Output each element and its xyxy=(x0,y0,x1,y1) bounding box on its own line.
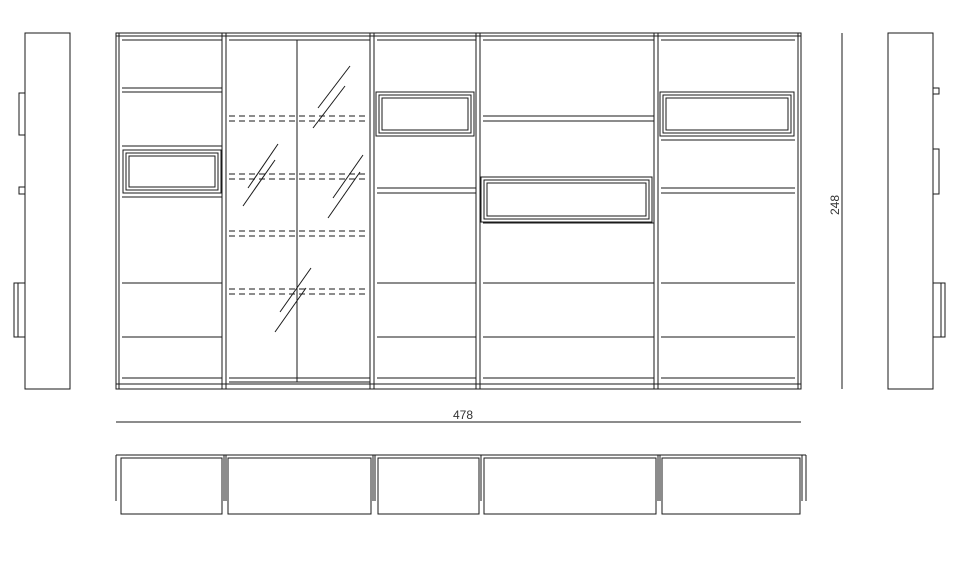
drawer-panel xyxy=(375,91,475,137)
height-dimension-label: 248 xyxy=(828,195,842,215)
right-side-view xyxy=(887,32,946,390)
drawer-panel xyxy=(659,91,795,137)
cabinet-column-5 xyxy=(659,39,795,379)
cabinet-column-3 xyxy=(375,39,476,379)
cabinet-uprights xyxy=(221,33,659,389)
plan-view xyxy=(115,454,807,515)
front-elevation xyxy=(115,32,802,390)
height-dimension: 248 xyxy=(828,33,843,389)
cabinet-column-4 xyxy=(480,39,654,379)
cabinet-column-1 xyxy=(122,39,222,379)
left-side-view xyxy=(13,32,71,390)
glass-door-column xyxy=(229,39,370,383)
width-dimension: 478 xyxy=(116,408,801,423)
drawer-panel xyxy=(122,149,222,194)
width-dimension-label: 478 xyxy=(453,408,473,422)
drawer-panel xyxy=(480,176,653,223)
glass-reflection-marks xyxy=(242,65,364,333)
